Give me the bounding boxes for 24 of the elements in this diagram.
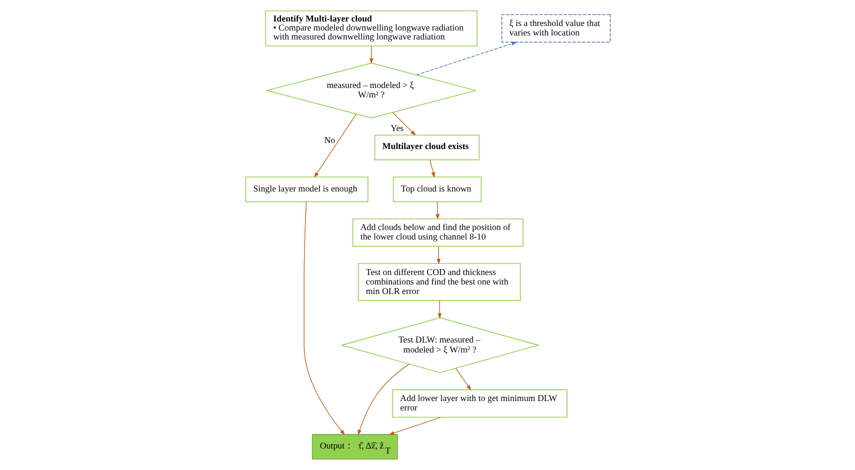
arrow [416, 42, 517, 76]
node-diamond: measured – modeled > ξ W/m² ? [264, 62, 477, 118]
node-box: Top cloud is known [392, 176, 482, 202]
arrow [435, 202, 440, 220]
arrow [388, 417, 440, 435]
arrow [429, 160, 435, 178]
edge-label: No [324, 134, 335, 145]
node-box: Single layer model is enough [244, 176, 368, 202]
arrow [437, 300, 442, 319]
arrow [454, 368, 471, 391]
edge-label: Yes [390, 122, 404, 133]
node-box: Add clouds below and find the position of the lower cloud using channel 8-10 [352, 218, 523, 247]
arrow [436, 246, 440, 264]
node-box: Identify Multi-layer cloud • Compare modeled downwelling longwave radiation with measured downwelling longwave radiation [264, 10, 477, 46]
node-box: Multilayer cloud exists [374, 134, 480, 160]
arrow [314, 114, 356, 178]
arrow [368, 46, 373, 64]
node-box: Add lower layer with to get minimum DLW error [392, 389, 567, 418]
arrow [357, 364, 409, 436]
arrow [392, 112, 416, 136]
arrow [303, 202, 345, 436]
node-box: ξ is a threshold value that varies with location [500, 14, 610, 43]
node-box: Test on different COD and thickness combinations and find the best one with min OLR error [357, 263, 520, 301]
node-diamond: Test DLW: measured – modeled > ξ W/m² ? [340, 317, 540, 374]
